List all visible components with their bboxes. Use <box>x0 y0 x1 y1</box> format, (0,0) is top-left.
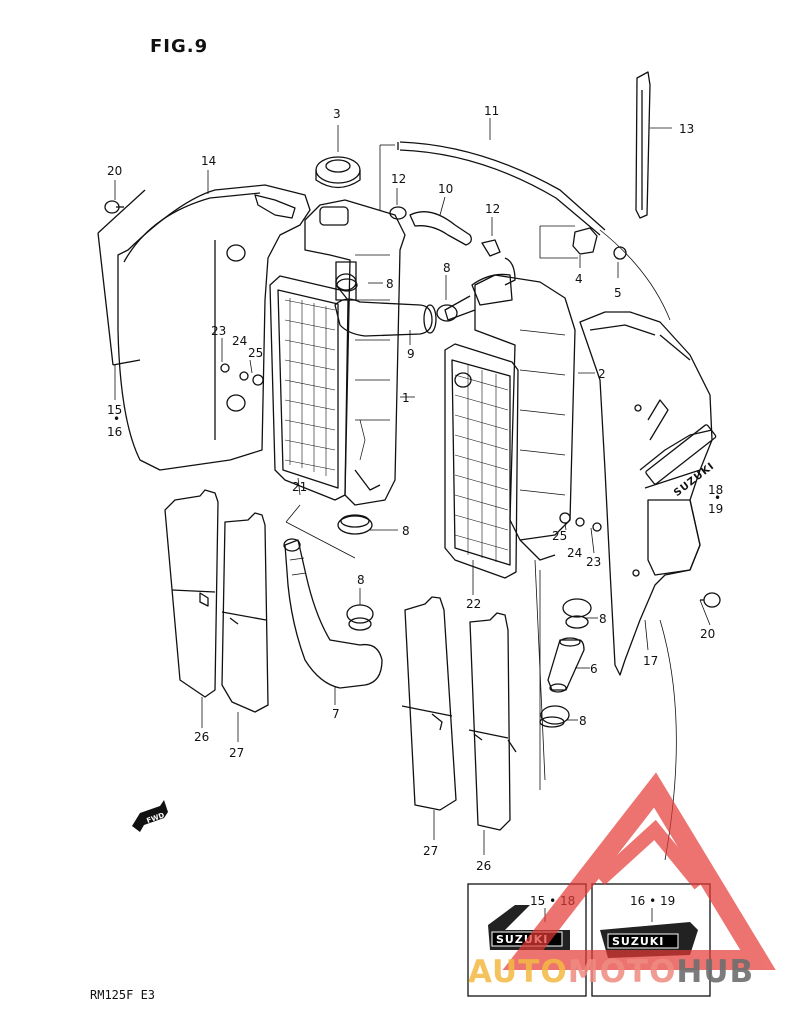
right-radiator-guards <box>401 596 517 831</box>
lower-left-hose <box>283 538 383 689</box>
callout-2: 2 <box>598 367 606 381</box>
watermark-hub: HUB <box>676 954 755 990</box>
left-radiator <box>269 199 406 506</box>
callout-6: 6 <box>590 662 598 676</box>
callout-8-b: 8 <box>443 261 451 275</box>
callout-16: 16 <box>107 425 122 439</box>
callout-27-b: 27 <box>423 844 438 858</box>
decal-inset-right: 16 • 19 SUZUKI <box>591 883 711 997</box>
breather-hose <box>409 211 472 246</box>
watermark-moto: MOTO <box>567 954 677 990</box>
callout-15: 15 <box>107 403 122 417</box>
callout-25-a: 25 <box>248 346 263 360</box>
shroud-brand-mark <box>645 424 717 485</box>
callout-22: 22 <box>466 597 481 611</box>
callout-19: 19 <box>708 502 723 516</box>
callout-12-b: 12 <box>485 202 500 216</box>
right-radiator-shroud <box>579 311 717 676</box>
model-code: RM125F E3 <box>90 988 156 1002</box>
callout-5: 5 <box>614 286 622 300</box>
callout-18-19-dot: • <box>714 491 721 505</box>
left-radiator-guards <box>164 489 269 713</box>
callout-12-a: 12 <box>391 172 406 186</box>
callout-8-f: 8 <box>579 714 587 728</box>
callout-24-a: 24 <box>232 334 247 348</box>
callout-4: 4 <box>575 272 583 286</box>
callout-13: 13 <box>679 122 694 136</box>
callout-10: 10 <box>438 182 453 196</box>
right-radiator <box>444 257 576 579</box>
callout-17: 17 <box>643 654 658 668</box>
fasteners <box>104 200 721 608</box>
callout-7: 7 <box>332 707 340 721</box>
watermark-logo <box>502 772 776 970</box>
callout-26-a: 26 <box>194 730 209 744</box>
callout-23-a: 23 <box>211 324 226 338</box>
callout-3: 3 <box>333 107 341 121</box>
callout-14: 14 <box>201 154 216 168</box>
callout-20-b: 20 <box>700 627 715 641</box>
callout-numbers: 1 2 3 4 5 6 7 8 8 8 8 8 8 9 10 11 12 12 … <box>107 104 723 873</box>
radiator-cap <box>315 156 361 189</box>
inset-right-label: 16 • 19 <box>630 894 675 908</box>
radiator-strap <box>635 71 651 219</box>
hose-clamps <box>336 278 592 728</box>
callout-9: 9 <box>407 347 415 361</box>
callout-25-b: 25 <box>552 529 567 543</box>
callout-11: 11 <box>484 104 499 118</box>
callout-27-a: 27 <box>229 746 244 760</box>
callout-20-a: 20 <box>107 164 122 178</box>
figure-title: FIG.9 <box>150 36 209 57</box>
callout-8-d: 8 <box>357 573 365 587</box>
callout-8-c: 8 <box>402 524 410 538</box>
watermark-text: AUTOMOTOHUB <box>468 954 754 990</box>
lower-right-hose <box>547 637 585 693</box>
left-radiator-shroud <box>97 184 311 471</box>
callout-26-b: 26 <box>476 859 491 873</box>
watermark-auto: AUTO <box>468 954 568 990</box>
forward-arrow: FWD <box>132 800 168 832</box>
callout-1: 1 <box>402 391 410 405</box>
callout-23-b: 23 <box>586 555 601 569</box>
callout-8-a: 8 <box>386 277 394 291</box>
upper-left-hose <box>334 298 437 337</box>
callout-18: 18 <box>708 483 723 497</box>
overflow-hose <box>397 141 606 236</box>
callout-21: 21 <box>292 480 307 494</box>
callout-8-e: 8 <box>599 612 607 626</box>
callout-24-b: 24 <box>567 546 582 560</box>
inset-right-decal-text: SUZUKI <box>612 935 664 948</box>
callout-15-16-dot: • <box>113 412 120 426</box>
